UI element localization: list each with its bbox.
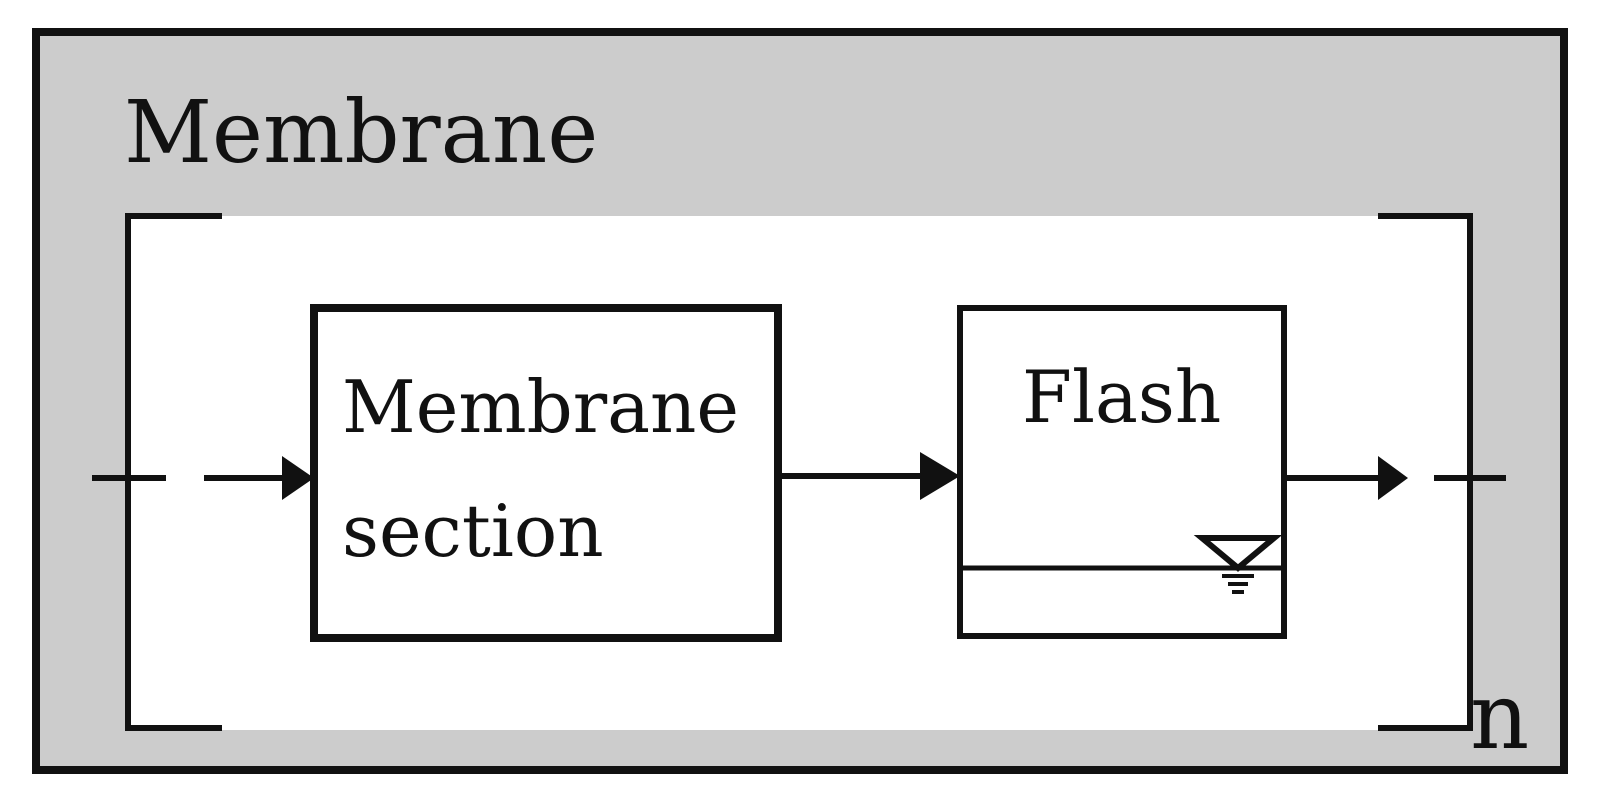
flash-block-label: Flash xyxy=(1022,355,1221,439)
input-stream-arrowhead xyxy=(282,456,314,500)
outer-membrane-title: Membrane xyxy=(124,83,598,183)
right-bracket xyxy=(1378,213,1473,731)
membrane-to-flash-arrowhead xyxy=(920,452,960,500)
repeat-count-label: n xyxy=(1470,663,1529,770)
membrane-section-block xyxy=(310,304,782,642)
membrane-section-label-line2: section xyxy=(342,489,604,573)
liquid-level-icon xyxy=(1193,535,1283,594)
output-stream-arrowhead xyxy=(1378,456,1408,500)
membrane-section-label-line1: Membrane xyxy=(342,365,739,449)
left-bracket xyxy=(125,213,222,731)
flash-block xyxy=(957,305,1287,639)
